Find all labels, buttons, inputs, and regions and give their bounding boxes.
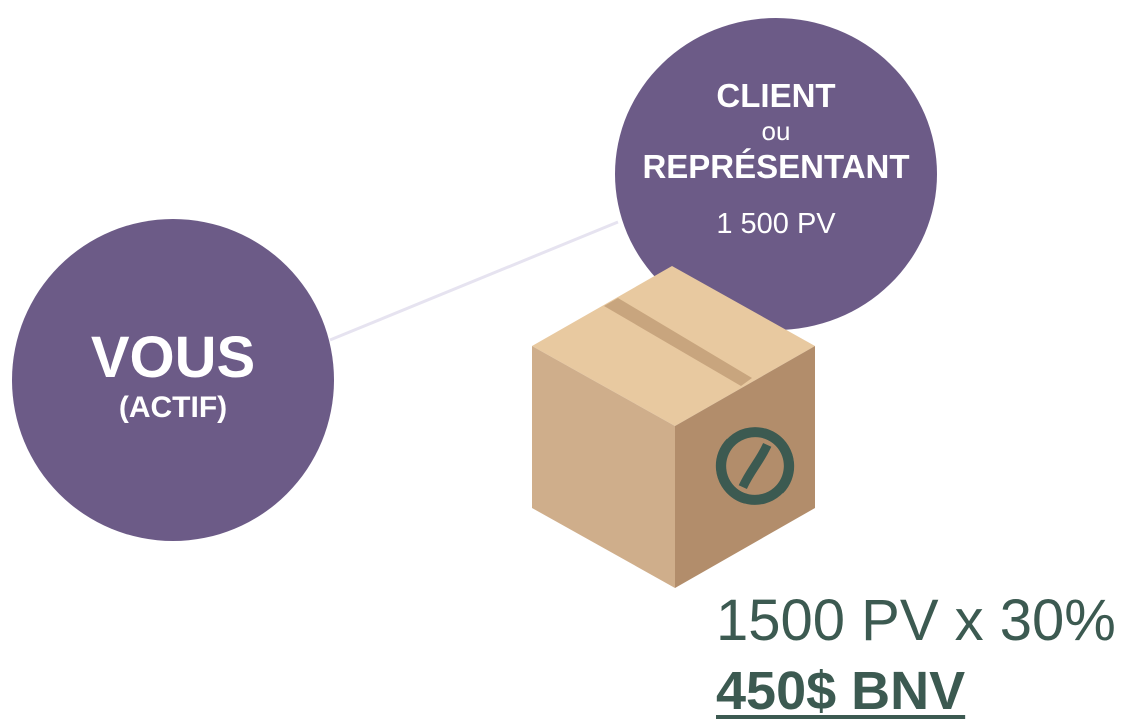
you-title: VOUS — [90, 325, 256, 390]
client-label: CLIENT — [716, 77, 836, 114]
client-pv-value: 1 500 PV — [716, 208, 836, 240]
brand-logo-icon — [715, 427, 795, 505]
client-node: CLIENT ou REPRÉSENTANT 1 500 PV — [615, 18, 937, 330]
or-label: ou — [761, 116, 791, 146]
you-subtitle: (ACTIF) — [118, 391, 228, 424]
calculation-formula: 1500 PV x 30% — [716, 588, 1116, 653]
calculation-result: 450$ BNV — [716, 661, 966, 721]
you-node: VOUS (ACTIF) — [12, 219, 334, 541]
representative-label: REPRÉSENTANT — [642, 148, 910, 185]
